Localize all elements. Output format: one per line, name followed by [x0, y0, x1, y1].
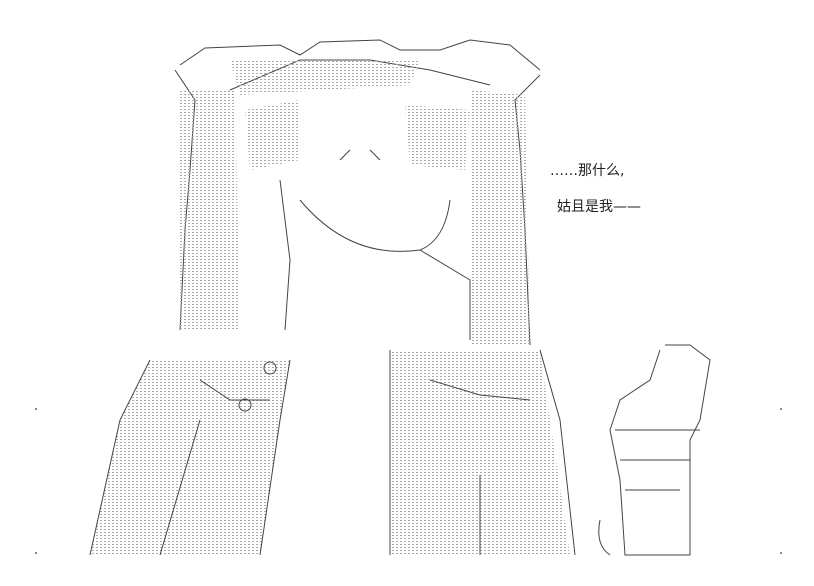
dialogue-line-1: ……那什么, — [550, 163, 625, 179]
body-fill — [90, 350, 570, 555]
dialogue-line-2: 姑且是我—— — [557, 199, 641, 215]
body-outline — [89, 349, 576, 556]
stray-dots — [35, 408, 782, 554]
hair-fill — [180, 60, 530, 345]
hand-art — [598, 344, 711, 556]
face-outline — [279, 149, 471, 340]
